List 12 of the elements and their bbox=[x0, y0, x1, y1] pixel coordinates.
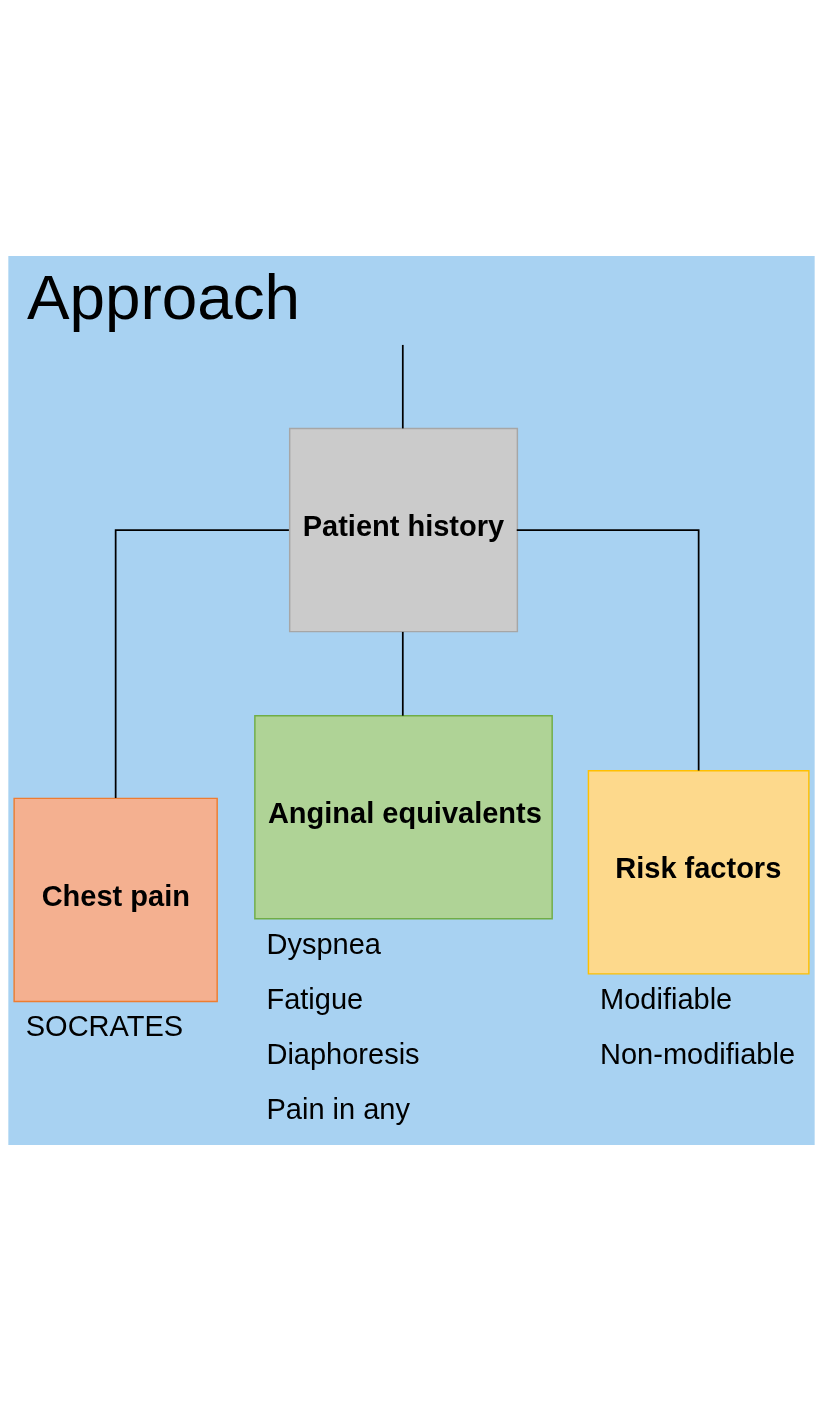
node-label: Non-modifiable bbox=[600, 1037, 796, 1070]
connector bbox=[401, 631, 404, 717]
node-label: Pain in any bbox=[266, 1092, 410, 1125]
connector bbox=[114, 529, 290, 799]
node-label: Modifiable bbox=[600, 982, 733, 1015]
diagram-title: Approach bbox=[26, 260, 301, 333]
node-label: Diaphoresis bbox=[266, 1037, 420, 1070]
node-label: Fatigue bbox=[266, 982, 364, 1015]
node-label: SOCRATES bbox=[25, 1010, 184, 1043]
connector bbox=[515, 529, 700, 772]
node-label: Dyspnea bbox=[266, 927, 381, 960]
connector bbox=[401, 344, 404, 430]
